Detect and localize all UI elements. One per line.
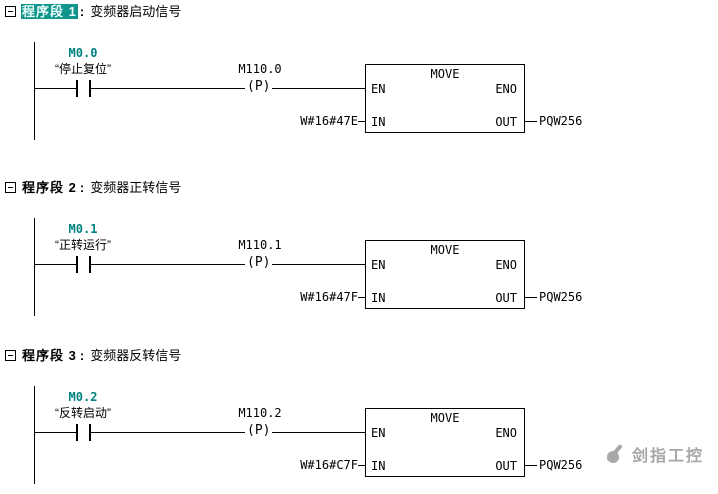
network-number[interactable]: 程序段 1 — [21, 4, 78, 19]
in-operand[interactable]: W#16#C7F — [300, 458, 358, 472]
coil-address[interactable]: M110.0 — [238, 62, 282, 76]
network-3: 程序段 3 : 变频器反转信号 M0.2 “反转启动” M110.2 (P) M… — [0, 344, 718, 494]
rung-wire — [34, 88, 365, 89]
move-block-title: MOVE — [430, 243, 460, 257]
watermark: 剑指工控 — [602, 442, 704, 466]
contact-address[interactable]: M0.2 — [68, 390, 98, 404]
move-block-title: MOVE — [430, 411, 460, 425]
network-1: 程序段 1 : 变频器启动信号 M0.0 “停止复位” M110.0 (P) M… — [0, 0, 718, 172]
contact-icon[interactable] — [89, 424, 91, 441]
watermark-text: 剑指工控 — [631, 448, 704, 465]
in-wire — [358, 121, 365, 122]
coil-address[interactable]: M110.2 — [238, 406, 282, 420]
contact-gap — [78, 430, 89, 435]
in-wire — [358, 465, 365, 466]
port-en: EN — [371, 82, 386, 96]
port-out: OUT — [495, 459, 517, 473]
contact-gap — [78, 86, 89, 91]
power-rail — [34, 386, 35, 484]
power-rail — [34, 42, 35, 140]
move-block[interactable]: MOVE EN ENO IN OUT — [365, 64, 525, 133]
network-header[interactable]: 程序段 3 : 变频器反转信号 — [5, 348, 181, 363]
port-in: IN — [371, 459, 386, 473]
contact-gap — [78, 262, 89, 267]
rung-wire — [34, 432, 365, 433]
out-operand[interactable]: PQW256 — [539, 114, 583, 128]
positive-edge-coil-icon[interactable]: (P) — [245, 255, 273, 270]
out-wire — [525, 121, 537, 122]
contact-label: “正转运行” — [55, 238, 111, 252]
coil-address[interactable]: M110.1 — [238, 238, 282, 252]
in-operand[interactable]: W#16#47E — [300, 114, 358, 128]
network-separator: : — [79, 348, 85, 363]
in-operand[interactable]: W#16#47F — [300, 290, 358, 304]
contact-icon[interactable] — [89, 256, 91, 273]
port-en: EN — [371, 258, 386, 272]
network-separator: : — [79, 4, 85, 19]
port-eno: ENO — [495, 258, 517, 272]
power-rail — [34, 218, 35, 316]
move-block[interactable]: MOVE EN ENO IN OUT — [365, 240, 525, 309]
network-2: 程序段 2 : 变频器正转信号 M0.1 “正转运行” M110.1 (P) M… — [0, 176, 718, 348]
network-number[interactable]: 程序段 2 — [22, 180, 77, 195]
in-wire — [358, 297, 365, 298]
contact-icon[interactable] — [76, 80, 78, 97]
collapse-icon[interactable] — [5, 6, 16, 17]
port-eno: ENO — [495, 82, 517, 96]
network-number[interactable]: 程序段 3 — [22, 348, 77, 363]
contact-icon[interactable] — [76, 256, 78, 273]
contact-label: “反转启动” — [55, 406, 111, 420]
positive-edge-coil-icon[interactable]: (P) — [245, 79, 273, 94]
contact-icon[interactable] — [76, 424, 78, 441]
network-title[interactable]: 变频器正转信号 — [90, 180, 182, 195]
contact-address[interactable]: M0.1 — [68, 222, 98, 236]
contact-icon[interactable] — [89, 80, 91, 97]
positive-edge-coil-icon[interactable]: (P) — [245, 423, 273, 438]
collapse-icon[interactable] — [5, 350, 16, 361]
ladder-area: M0.1 “正转运行” M110.1 (P) MOVE EN ENO IN OU… — [0, 176, 718, 348]
network-header[interactable]: 程序段 2 : 变频器正转信号 — [5, 180, 181, 195]
ladder-area: M0.0 “停止复位” M110.0 (P) MOVE EN ENO IN OU… — [0, 0, 718, 172]
out-wire — [525, 465, 537, 466]
port-in: IN — [371, 115, 386, 129]
ladder-area: M0.2 “反转启动” M110.2 (P) MOVE EN ENO IN OU… — [0, 344, 718, 494]
rung-wire — [34, 264, 365, 265]
port-en: EN — [371, 426, 386, 440]
contact-address[interactable]: M0.0 — [68, 46, 98, 60]
port-out: OUT — [495, 291, 517, 305]
out-operand[interactable]: PQW256 — [539, 458, 583, 472]
port-out: OUT — [495, 115, 517, 129]
move-block[interactable]: MOVE EN ENO IN OUT — [365, 408, 525, 477]
collapse-icon[interactable] — [5, 182, 16, 193]
contact-label: “停止复位” — [55, 62, 111, 76]
move-block-title: MOVE — [430, 67, 460, 81]
out-operand[interactable]: PQW256 — [539, 290, 583, 304]
port-eno: ENO — [495, 426, 517, 440]
network-header[interactable]: 程序段 1 : 变频器启动信号 — [5, 4, 181, 19]
out-wire — [525, 297, 537, 298]
network-title[interactable]: 变频器反转信号 — [90, 348, 182, 363]
network-title[interactable]: 变频器启动信号 — [90, 4, 182, 19]
network-separator: : — [79, 180, 85, 195]
port-in: IN — [371, 291, 386, 305]
watermark-hand-icon — [606, 444, 622, 463]
